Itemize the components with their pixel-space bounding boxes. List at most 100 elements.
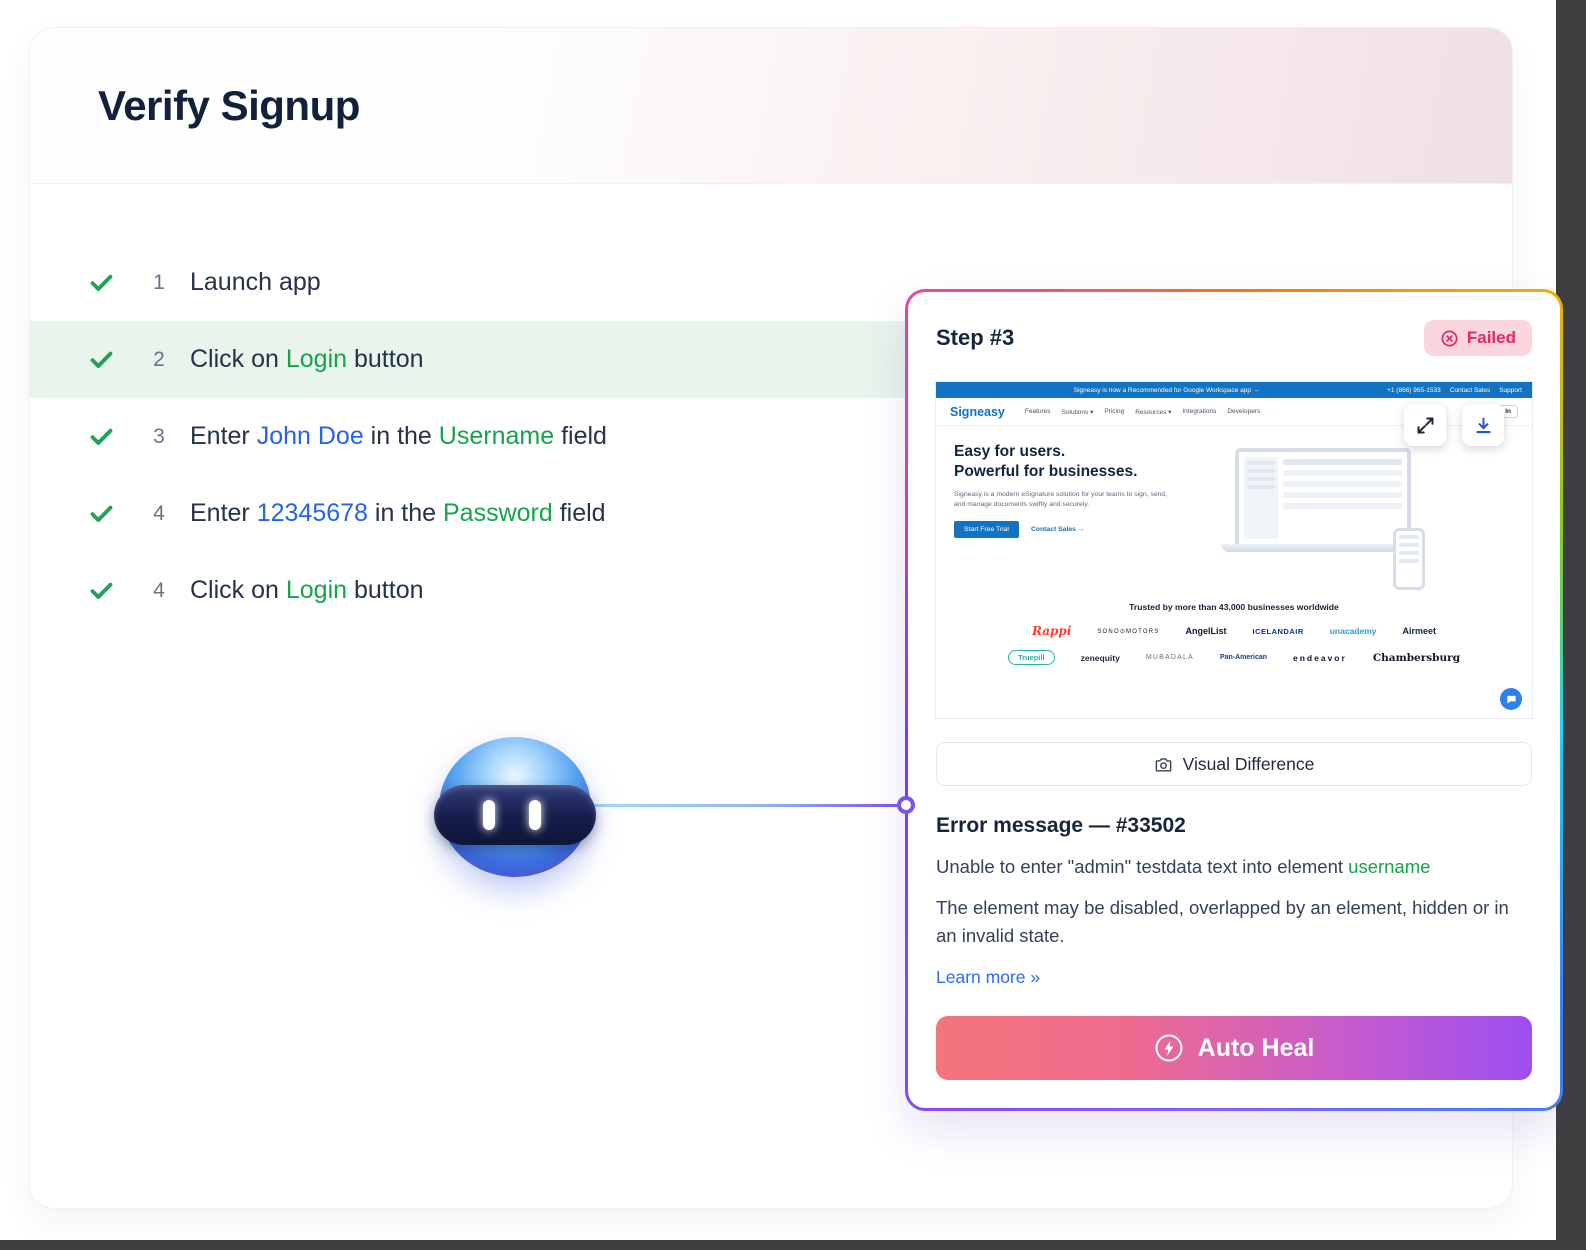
site-hero-title-line1: Easy for users. <box>954 443 1066 460</box>
site-trusted-line: Trusted by more than 43,000 businesses w… <box>1129 602 1339 612</box>
site-announcement-text: Signeasy is now a Recommended for Google… <box>1073 386 1260 394</box>
laptop-base <box>1221 544 1425 552</box>
lightning-bolt-icon <box>1154 1033 1184 1063</box>
site-hero-title-line2: Powerful for businesses. <box>954 462 1138 480</box>
connector-line <box>592 804 900 807</box>
page-title: Verify Signup <box>98 81 360 129</box>
site-nav-item: Developers <box>1227 408 1261 415</box>
step-text-part: in the <box>363 422 439 450</box>
step-row[interactable]: 3 Enter John Doe in the Username field <box>30 398 1512 475</box>
placeholder-line <box>1399 535 1419 539</box>
brand-logo-rappi: Rappi <box>1031 624 1072 638</box>
placeholder-line <box>1247 477 1275 481</box>
camera-icon <box>1154 755 1173 774</box>
brand-logo-zenequity: zenequity <box>1080 652 1120 663</box>
error-message-part: username <box>1348 856 1431 877</box>
connector-node <box>897 796 915 814</box>
site-hero-description: Signeasy is a modern eSignature solution… <box>954 490 1168 509</box>
step-text: Enter 12345678 in the Password field <box>190 499 606 528</box>
placeholder-line <box>1399 543 1419 547</box>
status-badge-label: Failed <box>1466 328 1516 347</box>
step-text-part: Launch app <box>190 268 321 296</box>
site-nav-item: Features <box>1024 408 1051 415</box>
step-text-part: Click on <box>190 576 286 604</box>
laptop-sidebar <box>1244 457 1278 539</box>
chat-widget-icon <box>1500 688 1522 710</box>
site-nav-item: Resources ▾ <box>1135 408 1172 416</box>
brand-logo-airmeet: Airmeet <box>1402 626 1437 636</box>
placeholder-line <box>1247 469 1275 473</box>
step-text-part: button <box>347 345 424 373</box>
brand-logo-unacademy: unacademy <box>1329 626 1377 636</box>
error-message: Unable to enter "admin" testdata text in… <box>936 853 1532 882</box>
step-text-part: Click on <box>190 345 286 373</box>
check-icon <box>88 269 120 297</box>
phone-mockup <box>1393 528 1425 590</box>
expand-screenshot-button[interactable] <box>1404 404 1446 446</box>
placeholder-line <box>1283 503 1402 509</box>
visual-difference-button[interactable]: Visual Difference <box>936 742 1532 786</box>
placeholder-line <box>1399 551 1419 555</box>
laptop-mockup <box>1221 448 1425 552</box>
step-number: 3 <box>153 424 165 448</box>
step-text-part: button <box>347 576 424 604</box>
step-text: Click on Login button <box>190 576 424 605</box>
assistant-bot-avatar <box>434 737 596 879</box>
site-topbar-links: +1 (866) 965-1533 Contact Sales Support <box>1387 387 1522 394</box>
step-text: Enter John Doe in the Username field <box>190 422 607 451</box>
laptop-screen <box>1235 448 1411 544</box>
step-text-part: John Doe <box>256 422 364 450</box>
site-hero-devices <box>1221 442 1516 594</box>
error-message-title: Error message — #33502 <box>936 814 1186 837</box>
expand-icon <box>1415 415 1436 436</box>
site-contact-sales-cta: Contact Sales → <box>1030 525 1085 533</box>
placeholder-line <box>1283 492 1402 498</box>
site-nav-item: Pricing <box>1104 408 1125 415</box>
step-card-title: Step #3 <box>936 325 1015 350</box>
auto-heal-label: Auto Heal <box>1197 1033 1315 1062</box>
site-support-link: Support <box>1499 386 1522 394</box>
status-badge: Failed <box>1423 320 1532 356</box>
failed-step-card: Step #3 Failed Signeasy is now a Recomme… <box>905 289 1563 1112</box>
step-text: Launch app <box>190 268 321 297</box>
step-text-part: 12345678 <box>256 499 368 527</box>
step-number: 4 <box>153 578 165 602</box>
step-text-part: in the <box>367 499 443 527</box>
download-screenshot-button[interactable] <box>1462 404 1504 446</box>
card-header: Step #3 Failed <box>936 320 1532 356</box>
visual-difference-label: Visual Difference <box>1182 753 1315 774</box>
step-text-part: Username <box>438 422 555 450</box>
step-text-part: field <box>552 499 606 527</box>
step-number: 2 <box>153 347 165 371</box>
placeholder-line <box>1283 459 1402 465</box>
learn-more-link[interactable]: Learn more » <box>936 967 1041 988</box>
step-text-part: Enter <box>190 422 257 450</box>
step-text-part: Login <box>285 345 348 373</box>
step-screenshot-thumbnail: Signeasy is now a Recommended for Google… <box>936 382 1532 718</box>
brand-logo-icelandair: ICELANDAIR <box>1252 626 1304 636</box>
check-icon <box>88 423 120 451</box>
site-announcement-bar: Signeasy is now a Recommended for Google… <box>936 382 1532 398</box>
site-cta-row: Start Free Trial Contact Sales → <box>954 520 1235 538</box>
failed-step-card-body: Step #3 Failed Signeasy is now a Recomme… <box>908 292 1560 1109</box>
placeholder-line <box>1283 470 1402 476</box>
step-text-part: field <box>554 422 607 450</box>
panel-header: Verify Signup <box>30 28 1512 184</box>
auto-heal-button[interactable]: Auto Heal <box>936 1016 1532 1081</box>
placeholder-line <box>1247 461 1275 465</box>
site-nav-item: Integrations <box>1182 408 1217 415</box>
step-row[interactable]: 4 Click on Login button <box>30 552 1512 629</box>
error-detail: The element may be disabled, overlapped … <box>936 896 1509 947</box>
placeholder-line <box>1399 559 1419 563</box>
step-text-part: Login <box>285 576 348 604</box>
check-icon <box>88 346 120 374</box>
site-hero-title: Easy for users. Powerful for businesses. <box>954 442 1235 482</box>
check-icon <box>88 500 120 528</box>
check-icon <box>88 577 120 605</box>
download-icon <box>1473 415 1494 436</box>
